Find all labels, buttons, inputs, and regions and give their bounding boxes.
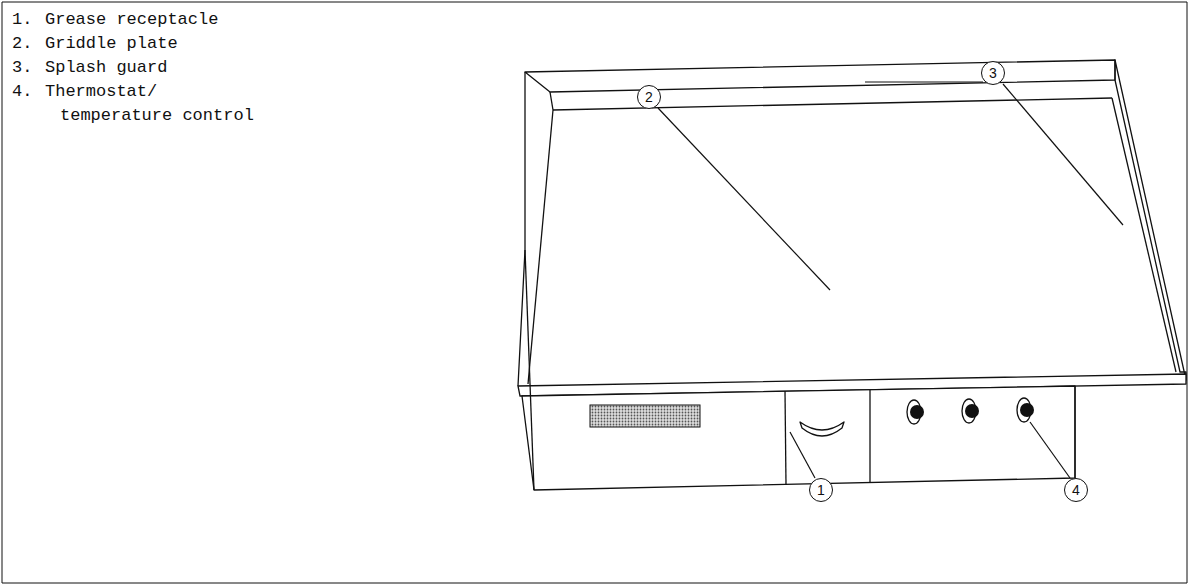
callout-number: 2 <box>645 90 653 104</box>
callout-circle: 1 <box>809 478 833 502</box>
callout-number: 3 <box>989 66 997 80</box>
callout-number: 1 <box>817 483 825 497</box>
legend-number: 1. <box>12 8 32 32</box>
legend-text: Griddle plate <box>45 32 178 56</box>
legend-text: Grease receptacle <box>45 8 218 32</box>
legend-text: Splash guard <box>45 56 167 80</box>
legend-number: 3. <box>12 56 32 80</box>
callout-circle: 3 <box>981 61 1005 85</box>
legend-number: 4. <box>12 80 32 104</box>
callout-circle: 4 <box>1064 478 1088 502</box>
legend-text: Thermostat/ temperature control <box>30 80 275 128</box>
callout-circle: 2 <box>637 85 661 109</box>
legend-number: 2. <box>12 32 32 56</box>
callout-number: 4 <box>1072 483 1080 497</box>
